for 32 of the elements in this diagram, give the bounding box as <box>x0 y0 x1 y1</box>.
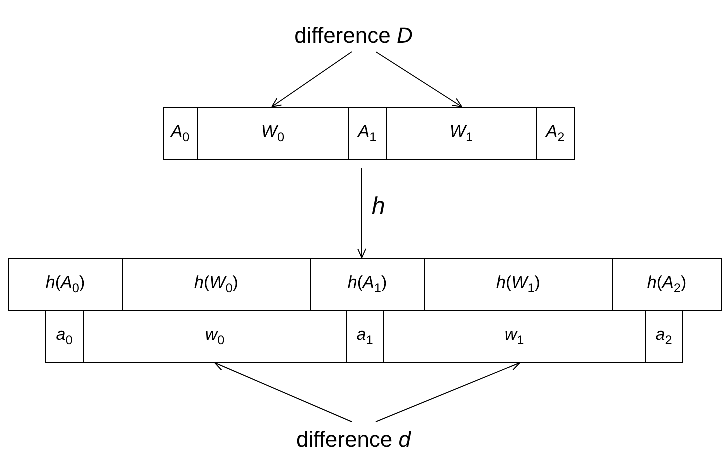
cell-label: a$_{1}$ <box>356 325 374 348</box>
cell-label: h(A$_{1}$) <box>348 273 388 296</box>
arrow <box>272 52 352 108</box>
difference-label: difference D⃗ <box>294 23 430 49</box>
segment-cell <box>163 107 198 160</box>
cell-label: w$_{1}$ <box>504 325 524 348</box>
segment-cell <box>645 310 683 363</box>
cell-label: W$_{1}$ <box>450 122 474 145</box>
cell-label: h(W$_{0}$) <box>194 273 238 296</box>
segment-cell <box>386 107 537 160</box>
arrow <box>214 362 352 422</box>
cell-label: A$_{2}$ <box>546 122 565 145</box>
cell-label: h(A$_{2}$) <box>647 273 687 296</box>
edge-label: h <box>372 193 386 221</box>
cell-label: a$_{2}$ <box>656 325 672 348</box>
cell-label: h(W$_{1}$) <box>496 273 540 296</box>
segment-cell <box>612 258 722 311</box>
segment-cell <box>8 258 123 311</box>
segment-cell <box>348 107 387 160</box>
cell-label: h(A$_{0}$) <box>46 273 86 296</box>
arrow <box>376 52 462 108</box>
cell-label: A$_{1}$ <box>358 122 377 145</box>
cell-label: A$_{0}$ <box>171 122 190 145</box>
cell-label: W$_{0}$ <box>261 122 285 145</box>
segment-cell <box>536 107 575 160</box>
segment-cell <box>197 107 349 160</box>
cell-label: a$_{0}$ <box>56 325 73 348</box>
segment-cell <box>45 310 84 363</box>
difference-label: difference d⃗ <box>296 427 428 453</box>
arrow <box>376 362 520 422</box>
arrow <box>358 168 366 258</box>
cell-label: w$_{0}$ <box>205 325 225 348</box>
